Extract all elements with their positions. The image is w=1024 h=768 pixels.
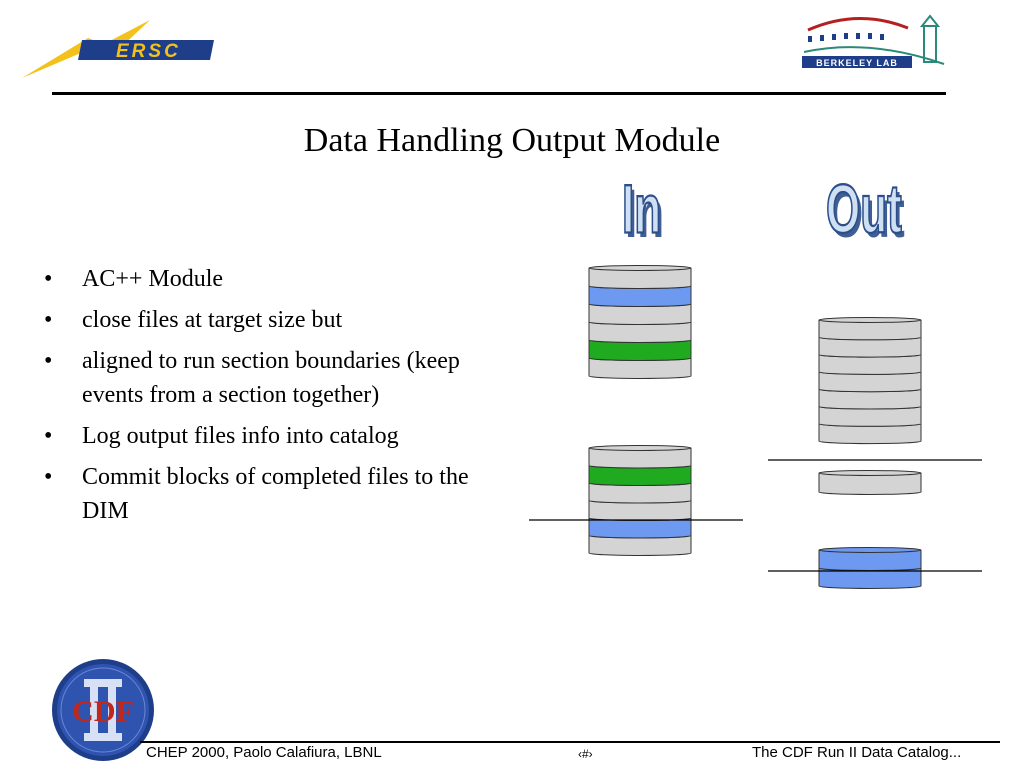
slide-title: Data Handling Output Module xyxy=(303,122,721,159)
disk-layer xyxy=(818,470,922,495)
footer-divider xyxy=(140,741,1000,743)
page-number: ‹#› xyxy=(578,747,593,761)
footer-right: The CDF Run II Data Catalog... xyxy=(752,744,962,761)
bullet-text: aligned to run section boundaries (keep … xyxy=(82,348,460,408)
bullet-item: • close files at target size but xyxy=(40,303,480,337)
out-single-disk xyxy=(818,470,922,495)
bullet-marker: • xyxy=(44,266,53,292)
bullet-text: Commit blocks of completed files to the … xyxy=(82,464,469,524)
bullet-text: Log output files info into catalog xyxy=(82,423,399,449)
disk-layer xyxy=(588,445,692,469)
bullet-item: • aligned to run section boundaries (keep… xyxy=(40,344,480,412)
bullet-item: • Commit blocks of completed files to the… xyxy=(40,460,480,528)
in-stack-bottom xyxy=(588,445,692,556)
bullet-item: • Log output files info into catalog xyxy=(40,419,480,453)
bullet-text: AC++ Module xyxy=(82,266,224,292)
header-divider xyxy=(52,92,946,95)
bullet-item: • AC++ Module xyxy=(40,262,480,296)
footer-left: CHEP 2000, Paolo Calafiura, LBNL xyxy=(146,744,382,761)
disk-layer xyxy=(588,265,692,289)
disk-layer xyxy=(818,368,922,393)
disk-layer xyxy=(818,547,922,571)
out-label: Out xyxy=(825,171,902,249)
nersc-logo-text: ERSC xyxy=(116,41,181,62)
cdf-logo: CDF xyxy=(50,657,156,763)
bullet-marker: • xyxy=(44,464,53,490)
bullet-text: close files at target size but xyxy=(82,307,343,333)
berkeley-lab-logo: BERKELEY LAB xyxy=(798,8,950,72)
in-label: In xyxy=(621,171,662,249)
nersc-logo: ERSC xyxy=(18,10,223,80)
out-blue-block xyxy=(818,547,922,589)
in-stack-top xyxy=(588,265,692,379)
bullet-marker: • xyxy=(44,423,53,449)
berkeley-lab-logo-text: BERKELEY LAB xyxy=(816,58,898,68)
cdf-logo-text: CDF xyxy=(72,695,134,728)
bullet-marker: • xyxy=(44,348,53,374)
bullet-marker: • xyxy=(44,307,53,333)
bullet-list: • AC++ Module • close files at target size… xyxy=(40,262,480,535)
disk-layer xyxy=(818,317,922,341)
out-stack-top xyxy=(818,317,922,445)
